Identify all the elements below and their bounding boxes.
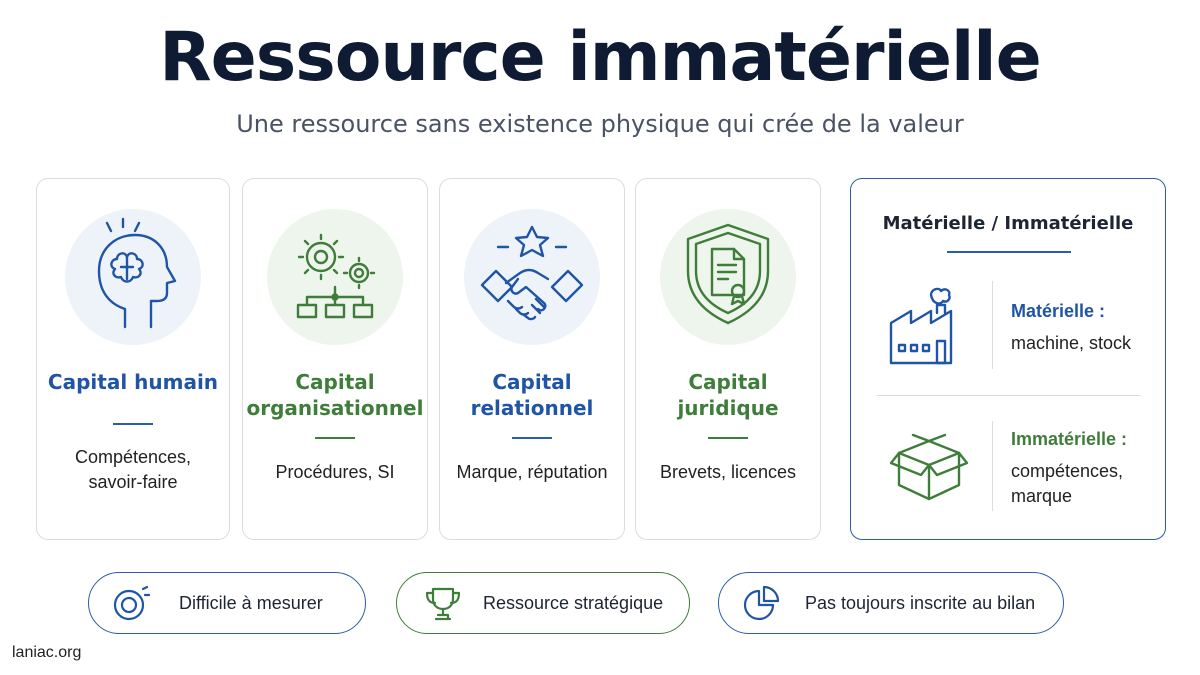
vertical-divider bbox=[992, 281, 993, 369]
brain-head-icon bbox=[97, 217, 177, 329]
trophy-icon bbox=[425, 587, 461, 621]
card-description: savoir-faire bbox=[88, 472, 178, 492]
comparison-divider bbox=[947, 251, 1071, 253]
handshake-star-icon bbox=[480, 225, 584, 321]
material-value: machine, stock bbox=[1011, 333, 1132, 353]
target-icon bbox=[113, 585, 151, 621]
icon-circle bbox=[464, 209, 600, 345]
page-title: Ressource immatérielle bbox=[159, 18, 1041, 97]
card-divider bbox=[315, 437, 355, 439]
immaterial-value: compétences, bbox=[1011, 461, 1124, 481]
card-title: Capital bbox=[295, 370, 375, 394]
immaterial-label: Immatérielle : bbox=[1011, 429, 1128, 449]
icon-circle bbox=[267, 209, 403, 345]
comparison-card: Matérielle / Immatérielle Matérielle : m… bbox=[850, 178, 1166, 540]
horizontal-divider bbox=[877, 395, 1141, 396]
card-description: Procédures, SI bbox=[275, 462, 395, 482]
card-description: Compétences, bbox=[74, 447, 192, 467]
pill-text: Ressource stratégique bbox=[483, 593, 664, 613]
card-divider bbox=[113, 423, 153, 425]
pie-chart-icon bbox=[743, 585, 780, 621]
card-description: Marque, réputation bbox=[456, 462, 608, 482]
card-title: relationnel bbox=[470, 396, 594, 420]
pill-text: Pas toujours inscrite au bilan bbox=[805, 593, 1036, 613]
pill-ressource-strategique: Ressource stratégique bbox=[396, 572, 690, 634]
material-label: Matérielle : bbox=[1011, 301, 1106, 321]
factory-icon bbox=[889, 287, 953, 365]
card-title: organisationnel bbox=[246, 396, 424, 420]
card-divider bbox=[708, 437, 748, 439]
comparison-title: Matérielle / Immatérielle bbox=[882, 213, 1134, 234]
open-box-icon bbox=[889, 433, 969, 501]
card-capital-relationnel: Capital relationnel Marque, réputation bbox=[439, 178, 625, 540]
icon-circle bbox=[65, 209, 201, 345]
page-subtitle: Une ressource sans existence physique qu… bbox=[236, 110, 964, 138]
source-credit: laniac.org bbox=[12, 644, 82, 661]
card-capital-juridique: Capital juridique Brevets, licences bbox=[635, 178, 821, 540]
card-title: Capital humain bbox=[47, 370, 219, 394]
card-title: Capital bbox=[492, 370, 572, 394]
card-capital-humain: Capital humain Compétences, savoir-faire bbox=[36, 178, 230, 540]
card-capital-organisationnel: Capital organisationnel Procédures, SI bbox=[242, 178, 428, 540]
card-description: Brevets, licences bbox=[659, 462, 797, 482]
card-divider bbox=[512, 437, 552, 439]
vertical-divider bbox=[992, 421, 993, 511]
immaterial-value: marque bbox=[1011, 486, 1073, 506]
icon-circle bbox=[660, 209, 796, 345]
gears-org-chart-icon bbox=[296, 233, 376, 319]
pill-pas-toujours-inscrite: Pas toujours inscrite au bilan bbox=[718, 572, 1064, 634]
pill-text: Difficile à mesurer bbox=[179, 593, 323, 613]
shield-document-icon bbox=[686, 223, 770, 325]
pill-difficile-a-mesurer: Difficile à mesurer bbox=[88, 572, 366, 634]
card-title: juridique bbox=[677, 396, 779, 420]
card-title: Capital bbox=[688, 370, 768, 394]
